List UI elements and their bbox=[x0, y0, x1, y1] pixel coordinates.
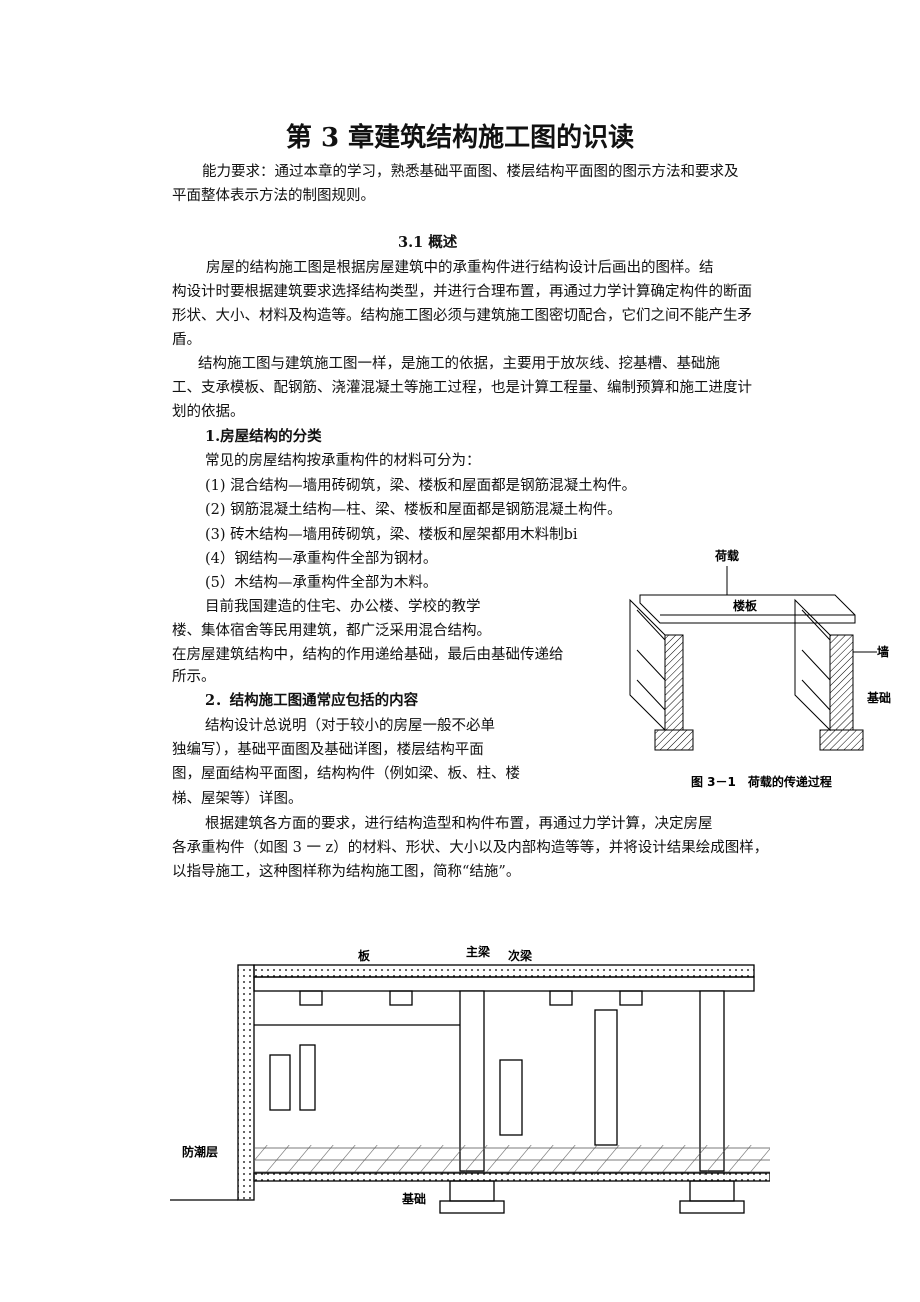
column bbox=[459, 990, 485, 1172]
page-title: 第 3 章建筑结构施工图的识读 bbox=[285, 123, 635, 153]
list-item: (3) 砖木结构—墙用砖砌筑，梁、楼板和屋架都用木料制bi bbox=[205, 527, 578, 543]
slab-shape bbox=[639, 594, 856, 624]
main-beam bbox=[253, 976, 755, 992]
list-item: (2) 钢筋混凝土结构—柱、梁、楼板和屋面都是钢筋混凝土构件。 bbox=[205, 502, 622, 518]
left-wall bbox=[629, 598, 694, 751]
exterior-wall bbox=[237, 964, 255, 1201]
paragraph-line: 房屋的结构施工图是根据房屋建筑中的承重构件进行结构设计后画出的图样。结 bbox=[206, 260, 714, 276]
slab-label: 板 bbox=[358, 948, 371, 963]
intro-line: 平面整体表示方法的制图规则。 bbox=[172, 188, 375, 204]
secondary-beam-label: 次梁 bbox=[508, 948, 532, 963]
list-item: 常见的房屋结构按承重构件的材料可分为： bbox=[205, 453, 481, 469]
subheading: 2．结构施工图通常应包括的内容 bbox=[205, 692, 419, 709]
slab-label: 楼板 bbox=[733, 598, 758, 613]
main-beam-label: 主梁 bbox=[466, 944, 490, 959]
foundation-label: 基础 bbox=[401, 1191, 426, 1206]
damp-proof-label: 防潮层 bbox=[182, 1144, 218, 1159]
paragraph-line: 结构设计总说明（对于较小的房屋一般不必单 bbox=[205, 718, 495, 734]
paragraph-line: 梯、屋架等）详图。 bbox=[172, 791, 303, 807]
building-structure-figure: 板 主梁 次梁 防潮层 基础 bbox=[170, 944, 770, 1214]
paragraph-line: 工、支承模板、配钢筋、浇灌混凝土等施工过程，也是计算工程量、编制预算和施工进度计 bbox=[172, 380, 752, 396]
paragraph-line: 目前我国建造的住宅、办公楼、学校的教学 bbox=[205, 599, 481, 615]
paragraph-line: 在房屋建筑结构中，结构的作用递给基础，最后由基础传递给 bbox=[172, 647, 564, 663]
paragraph-line: 所示。 bbox=[172, 669, 216, 685]
paragraph-line: 以指导施工，这种图样称为结构施工图，简称“结施”。 bbox=[172, 864, 521, 880]
right-wall bbox=[794, 598, 864, 751]
list-item: (5）木结构—承重构件全部为木料。 bbox=[205, 575, 438, 591]
paragraph-line: 根据建筑各方面的要求，进行结构造型和构件布置，再通过力学计算，决定房屋 bbox=[205, 816, 713, 832]
section-heading: 3.1 概述 bbox=[398, 234, 458, 251]
paragraph-line: 各承重构件（如图 3 一 z）的材料、形状、大小以及内部构造等等，并将设计结果绘… bbox=[172, 840, 769, 856]
figure-caption: 图 3－1 荷载的传递过程 bbox=[691, 774, 832, 789]
paragraph-line: 独编写），基础平面图及基础详图，楼层结构平面 bbox=[172, 742, 484, 758]
paragraph-line: 楼、集体宿舍等民用建筑，都广泛采用混合结构。 bbox=[172, 623, 491, 639]
list-item: (4）钢结构—承重构件全部为钢材。 bbox=[205, 551, 438, 567]
intro-line: 能力要求：通过本章的学习，熟悉基础平面图、楼层结构平面图的图示方法和要求及 bbox=[202, 164, 739, 180]
wall-label: 墙 bbox=[877, 644, 889, 659]
foundation-label: 基础 bbox=[866, 690, 891, 705]
subheading: 1.房屋结构的分类 bbox=[205, 428, 322, 445]
load-transfer-figure: 荷载 楼板 墙 基础 图 3－1 荷载的传递过程 bbox=[629, 548, 891, 789]
list-item: (1) 混合结构—墙用砖砌筑，梁、楼板和屋面都是钢筋混凝土构件。 bbox=[205, 478, 637, 494]
paragraph-line: 划的依据。 bbox=[172, 404, 245, 420]
paragraph-line: 构设计时要根据建筑要求选择结构类型，并进行合理布置，再通过力学计算确定构件的断面 bbox=[172, 284, 752, 300]
paragraph-line: 结构施工图与建筑施工图一样，是施工的依据，主要用于放灰线、挖基槽、基础施 bbox=[198, 356, 720, 372]
paragraph-line: 图，屋面结构平面图，结构构件（例如梁、板、柱、楼 bbox=[172, 766, 520, 782]
paragraph-line: 形状、大小、材料及构造等。结构施工图必须与建筑施工图密切配合，它们之间不能产生矛 bbox=[172, 308, 752, 324]
floor-slab bbox=[253, 964, 755, 978]
paragraph-line: 盾。 bbox=[172, 332, 201, 348]
footing bbox=[449, 1180, 495, 1202]
secondary-beam bbox=[299, 990, 323, 1006]
damp-proof-layer bbox=[253, 1172, 770, 1182]
load-label: 荷载 bbox=[714, 548, 739, 563]
